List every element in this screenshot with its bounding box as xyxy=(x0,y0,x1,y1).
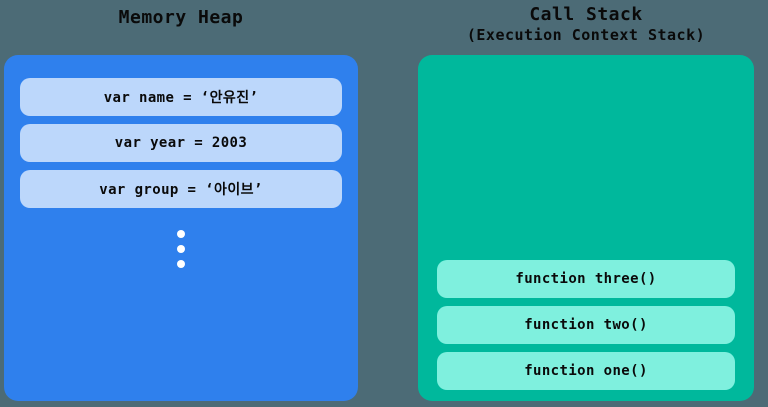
memory-heap-item-list: var name = ‘안유진’ var year = 2003 var gro… xyxy=(20,78,342,216)
call-stack-title: Call Stack(Execution Context Stack) xyxy=(418,4,754,44)
call-stack-subtitle: (Execution Context Stack) xyxy=(466,25,706,44)
call-stack-frame-two: function two() xyxy=(437,306,735,344)
memory-heap-panel: var name = ‘안유진’ var year = 2003 var gro… xyxy=(4,55,358,401)
call-stack-frame-three: function three() xyxy=(437,260,735,298)
memory-heap-title: Memory Heap xyxy=(118,7,244,28)
call-stack-panel: function three() function two() function… xyxy=(418,55,754,401)
call-stack-title-main: Call Stack xyxy=(529,4,643,25)
memory-heap-item-name: var name = ‘안유진’ xyxy=(20,78,342,116)
ellipsis-dot xyxy=(177,245,185,253)
call-stack-frame-list: function three() function two() function… xyxy=(437,252,735,390)
vertical-ellipsis-icon xyxy=(4,230,358,268)
ellipsis-dot xyxy=(177,230,185,238)
call-stack-frame-one: function one() xyxy=(437,352,735,390)
memory-heap-item-group: var group = ‘아이브’ xyxy=(20,170,342,208)
ellipsis-dot xyxy=(177,260,185,268)
memory-heap-item-year: var year = 2003 xyxy=(20,124,342,162)
